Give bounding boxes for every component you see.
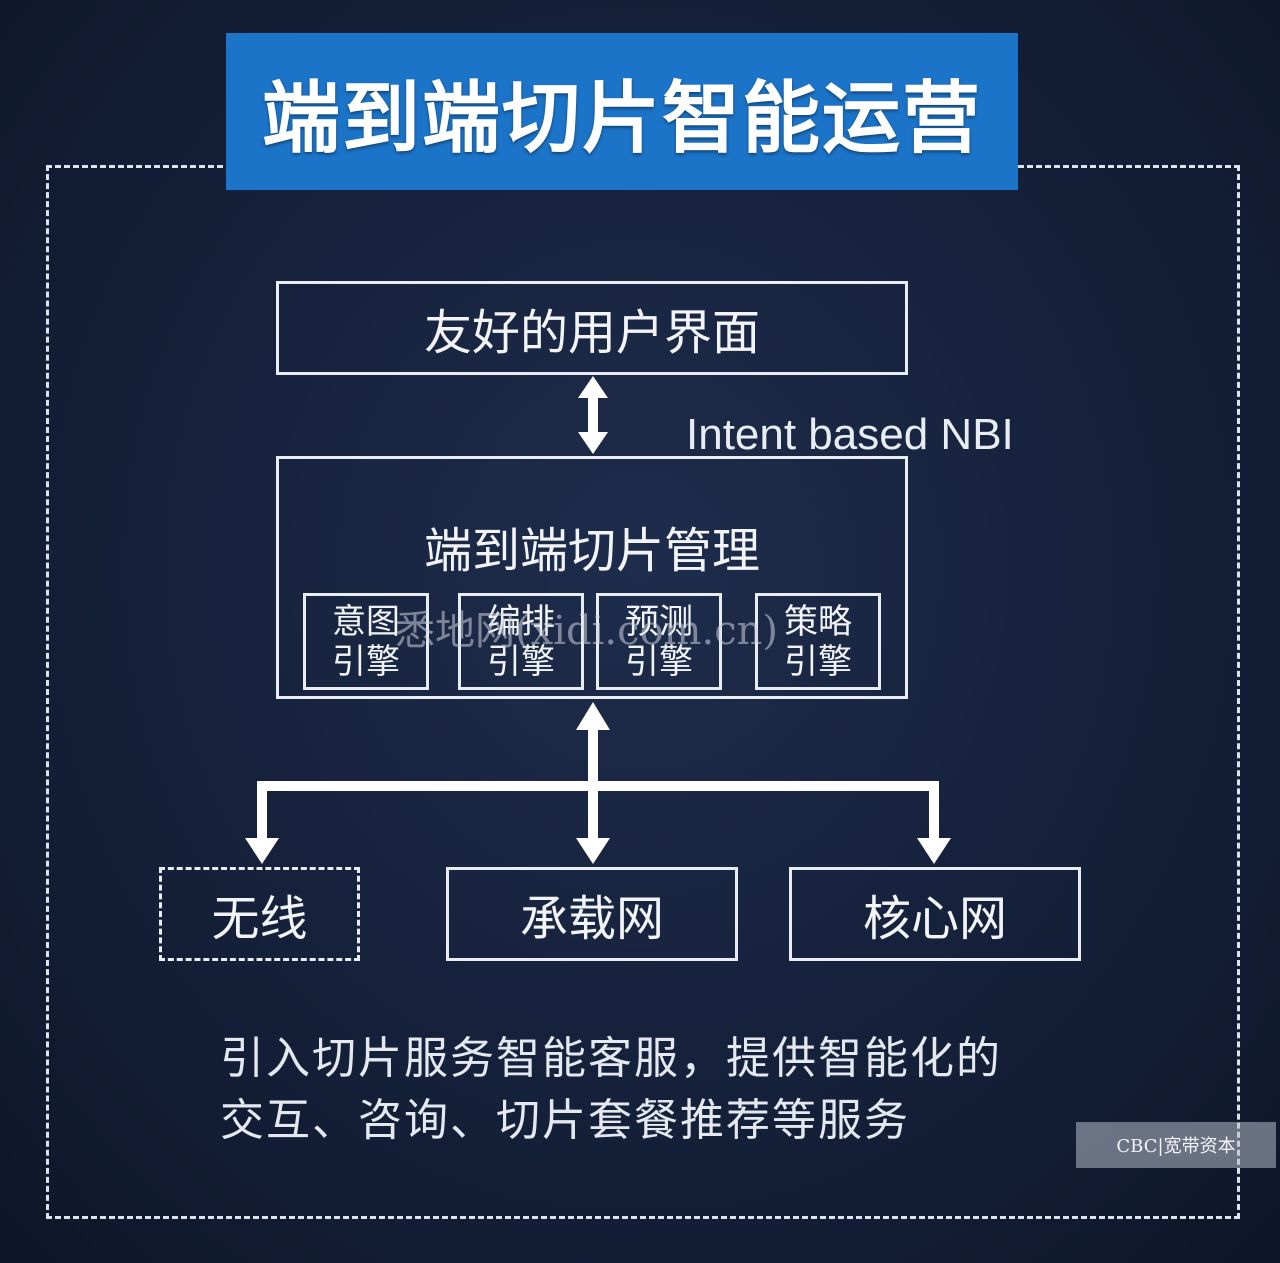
description-text: 引入切片服务智能客服，提供智能化的 交互、咨询、切片套餐推荐等服务 [220, 1028, 1180, 1152]
arrowhead-down-wireless [245, 838, 279, 864]
arrowhead-down-bearer [576, 838, 610, 864]
user-interface-label: 友好的用户界面 [423, 305, 760, 361]
engine-line1: 预测 [625, 601, 693, 642]
engine-line1: 编排 [487, 601, 555, 642]
bearer-network-label: 承载网 [519, 891, 664, 947]
arrowhead-down-mgmt [578, 432, 608, 454]
wireless-label: 无线 [211, 891, 308, 947]
bearer-network-box: 承载网 [446, 867, 738, 961]
wireless-box: 无线 [159, 867, 360, 961]
description-line2: 交互、咨询、切片套餐推荐等服务 [220, 1095, 910, 1146]
page-title: 端到端切片智能运营 [261, 73, 982, 164]
intent-engine-box: 意图 引擎 [303, 593, 429, 690]
arrowhead-up-ui [578, 376, 608, 398]
user-interface-box: 友好的用户界面 [276, 281, 908, 375]
slice-management-box: 端到端切片管理 意图 引擎 编排 引擎 预测 引擎 策略 引擎 [276, 456, 908, 699]
cbc-badge-label: CBC|宽带资本 [1116, 1136, 1236, 1157]
title-banner: 端到端切片智能运营 [226, 33, 1018, 190]
engine-line2: 引擎 [625, 641, 693, 682]
engine-line2: 引擎 [487, 641, 555, 682]
core-network-label: 核心网 [862, 891, 1007, 947]
branch-connector-line [257, 781, 939, 840]
engine-line2: 引擎 [332, 641, 400, 682]
arrowhead-down-core [917, 838, 951, 864]
intent-nbi-label: Intent based NBI [686, 410, 1014, 459]
policy-engine-box: 策略 引擎 [755, 593, 881, 690]
slice-management-title: 端到端切片管理 [423, 523, 760, 579]
description-line1: 引入切片服务智能客服，提供智能化的 [220, 1033, 1002, 1084]
orchestration-engine-box: 编排 引擎 [458, 593, 584, 690]
engine-line1: 意图 [332, 601, 400, 642]
watermark-text: 悉地网(xidi.com.cn) [395, 608, 778, 654]
core-network-box: 核心网 [789, 867, 1081, 961]
engine-line2: 引擎 [784, 641, 852, 682]
arrowhead-up-mgmt [576, 702, 610, 730]
engine-line1: 策略 [784, 601, 852, 642]
prediction-engine-box: 预测 引擎 [596, 593, 722, 690]
cbc-badge: CBC|宽带资本 [1076, 1122, 1276, 1168]
